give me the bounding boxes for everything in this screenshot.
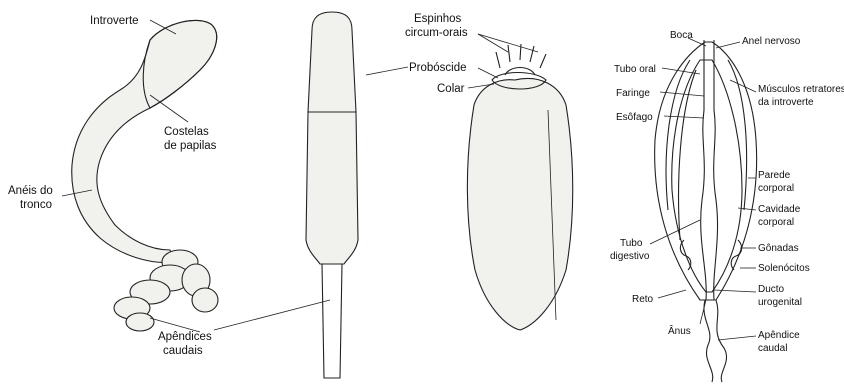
label-colar: Colar bbox=[437, 83, 465, 95]
label-boca: Boca bbox=[670, 30, 693, 41]
label-anus: Ânus bbox=[668, 324, 691, 337]
label-apendices-1: Apêndices bbox=[158, 331, 212, 343]
label-aneis-1: Anéis do bbox=[8, 185, 53, 197]
label-musculos-1: Músculos retratores bbox=[758, 84, 844, 95]
label-solenocitos: Solenócitos bbox=[758, 263, 810, 274]
worm-3-body bbox=[467, 78, 572, 330]
label-costelas-2: de papilas bbox=[164, 140, 217, 152]
body-cavity bbox=[672, 60, 742, 292]
digestive-tube bbox=[701, 40, 718, 300]
label-ducto-1: Ducto bbox=[758, 284, 785, 295]
label-parede-2: corporal bbox=[758, 183, 794, 194]
label-cavidade-2: corporal bbox=[758, 217, 794, 228]
worm-2-trunk bbox=[306, 112, 358, 264]
label-anel-nervoso: Anel nervoso bbox=[742, 36, 801, 47]
label-proboscide: Probóscide bbox=[409, 62, 467, 74]
worm-2-tail bbox=[322, 264, 342, 378]
label-introverte: Introverte bbox=[90, 15, 139, 27]
label-espinhos-1: Espinhos bbox=[414, 13, 462, 25]
gonad-right bbox=[731, 240, 741, 270]
label-espinhos-2: circum-orais bbox=[405, 27, 468, 39]
worm-3-spines bbox=[496, 44, 546, 75]
label-tubo-oral: Tubo oral bbox=[614, 64, 656, 75]
label-tubo-2: digestivo bbox=[610, 251, 650, 262]
label-parede-1: Parede bbox=[758, 170, 791, 181]
label-apendices-2: caudais bbox=[163, 345, 203, 357]
figure-2-straight-worm bbox=[306, 12, 358, 378]
worm-2-proboscis bbox=[308, 12, 356, 112]
label-apendice-1: Apêndice bbox=[758, 330, 800, 341]
label-cavidade-1: Cavidade bbox=[758, 204, 801, 215]
worm-1-caudal-appendages bbox=[114, 250, 218, 331]
label-apendice-2: caudal bbox=[758, 343, 787, 354]
retractor-muscles bbox=[666, 60, 747, 240]
label-musculos-2: da introverte bbox=[758, 97, 814, 108]
figure-1-bent-worm bbox=[72, 20, 218, 331]
label-ducto-2: urogenital bbox=[758, 297, 802, 308]
label-aneis-2: tronco bbox=[20, 199, 52, 211]
label-gonadas: Gônadas bbox=[758, 243, 799, 254]
label-costelas-1: Costelas bbox=[164, 126, 209, 138]
label-reto: Reto bbox=[632, 294, 654, 305]
label-faringe: Faringe bbox=[616, 88, 650, 99]
caudal-appendix bbox=[704, 300, 727, 382]
figure-3-spiny-worm bbox=[467, 44, 572, 330]
label-esofago: Esôfago bbox=[616, 112, 653, 123]
label-tubo-1: Tubo bbox=[620, 238, 643, 249]
